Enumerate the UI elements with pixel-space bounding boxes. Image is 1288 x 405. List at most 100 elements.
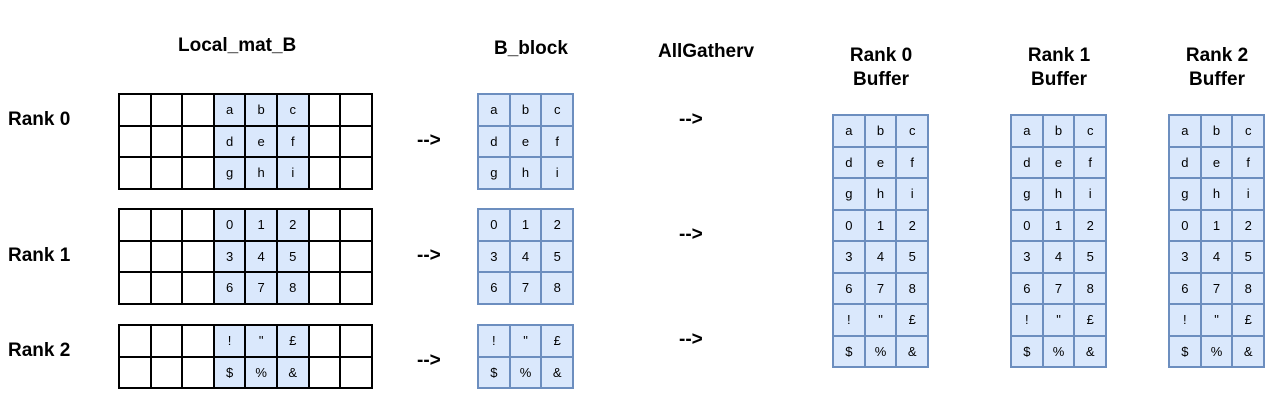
empty-matrix-cell bbox=[341, 95, 373, 127]
local-matrix-cell: 0 bbox=[214, 210, 247, 242]
rank2-extract-arrow: --> bbox=[417, 350, 441, 371]
rank1-buffer-header-line2: Buffer bbox=[1031, 69, 1087, 90]
buffer-cell: 1 bbox=[1043, 210, 1076, 242]
block-cell: c bbox=[542, 95, 575, 127]
block-cell: ! bbox=[479, 326, 511, 358]
rank2-local-matrix: !"£$%& bbox=[118, 324, 373, 389]
buffer-cell: 6 bbox=[1012, 273, 1044, 305]
rank2-b-block: !"£$%& bbox=[477, 324, 575, 390]
block-cell: 0 bbox=[479, 210, 511, 242]
empty-matrix-cell bbox=[183, 326, 215, 358]
buffer-cell: b bbox=[865, 116, 898, 148]
local-matrix-cell: a bbox=[214, 95, 247, 127]
buffer-cell: $ bbox=[834, 336, 866, 368]
empty-matrix-cell bbox=[341, 326, 373, 358]
buffer-cell: 3 bbox=[1170, 242, 1202, 274]
empty-matrix-cell bbox=[341, 357, 373, 389]
empty-matrix-cell bbox=[309, 357, 342, 389]
rank0-label: Rank 0 bbox=[8, 109, 71, 130]
local-matrix-cell: £ bbox=[277, 326, 310, 358]
rank1-buffer-header-line1: Rank 1 bbox=[1027, 45, 1091, 66]
allgatherv-header: AllGatherv bbox=[658, 41, 755, 62]
empty-matrix-cell bbox=[309, 273, 342, 305]
buffer-cell: 7 bbox=[865, 273, 898, 305]
local-matrix-cell: g bbox=[214, 158, 247, 190]
block-cell: 6 bbox=[479, 273, 511, 305]
empty-matrix-cell bbox=[341, 158, 373, 190]
rank2-buffer-header-line1: Rank 2 bbox=[1185, 45, 1249, 66]
local-matrix-cell: 5 bbox=[277, 241, 310, 273]
buffer-cell: 2 bbox=[897, 210, 930, 242]
local-matrix-cell: f bbox=[277, 126, 310, 158]
block-cell: g bbox=[479, 158, 511, 190]
block-cell: 4 bbox=[510, 241, 543, 274]
block-cell: f bbox=[542, 126, 575, 159]
buffer-cell: 5 bbox=[897, 242, 930, 274]
buffer-cell: a bbox=[1012, 116, 1044, 148]
empty-matrix-cell bbox=[151, 241, 184, 273]
buffer-cell: 6 bbox=[1170, 273, 1202, 305]
buffer-cell: a bbox=[834, 116, 866, 148]
block-cell: 1 bbox=[510, 210, 543, 242]
block-cell: 7 bbox=[510, 273, 543, 305]
local-matrix-cell: 2 bbox=[277, 210, 310, 242]
buffer-cell: " bbox=[1201, 305, 1234, 337]
buffer-cell: 4 bbox=[1201, 242, 1234, 274]
block-cell: $ bbox=[479, 357, 511, 390]
buffer-cell: e bbox=[1043, 147, 1076, 179]
block-cell: i bbox=[542, 158, 575, 190]
empty-matrix-cell bbox=[183, 210, 215, 242]
empty-matrix-cell bbox=[120, 210, 152, 242]
buffer-cell: a bbox=[1170, 116, 1202, 148]
empty-matrix-cell bbox=[309, 158, 342, 190]
buffer-cell: i bbox=[1075, 179, 1108, 211]
local-matrix-cell: & bbox=[277, 357, 310, 389]
empty-matrix-cell bbox=[341, 241, 373, 273]
buffer-cell: f bbox=[1075, 147, 1108, 179]
empty-matrix-cell bbox=[120, 273, 152, 305]
empty-matrix-cell bbox=[183, 241, 215, 273]
local-matrix-cell: " bbox=[246, 326, 278, 358]
buffer-cell: & bbox=[1075, 336, 1108, 368]
empty-matrix-cell bbox=[183, 357, 215, 389]
buffer-cell: 0 bbox=[1012, 210, 1044, 242]
buffer-cell: 1 bbox=[865, 210, 898, 242]
rank0-allgather-arrow: --> bbox=[679, 109, 703, 130]
block-cell: 3 bbox=[479, 241, 511, 274]
local-matrix-cell: c bbox=[277, 95, 310, 127]
buffer-cell: £ bbox=[1233, 305, 1266, 337]
rank1-label: Rank 1 bbox=[8, 245, 71, 266]
rank1-allgather-arrow: --> bbox=[679, 224, 703, 245]
empty-matrix-cell bbox=[151, 357, 184, 389]
buffer-cell: 7 bbox=[1201, 273, 1234, 305]
rank2-allgather-arrow: --> bbox=[679, 329, 703, 350]
buffer-cell: $ bbox=[1012, 336, 1044, 368]
local-matrix-cell: 3 bbox=[214, 241, 247, 273]
buffer-cell: 4 bbox=[1043, 242, 1076, 274]
empty-matrix-cell bbox=[309, 95, 342, 127]
buffer-cell: 5 bbox=[1075, 242, 1108, 274]
buffer-cell: 4 bbox=[865, 242, 898, 274]
buffer-cell: £ bbox=[1075, 305, 1108, 337]
local-matrix-cell: h bbox=[246, 158, 278, 190]
empty-matrix-cell bbox=[309, 326, 342, 358]
empty-matrix-cell bbox=[151, 158, 184, 190]
empty-matrix-cell bbox=[120, 357, 152, 389]
empty-matrix-cell bbox=[183, 126, 215, 158]
empty-matrix-cell bbox=[341, 210, 373, 242]
buffer-cell: i bbox=[1233, 179, 1266, 211]
empty-matrix-cell bbox=[309, 126, 342, 158]
empty-matrix-cell bbox=[341, 126, 373, 158]
block-cell: b bbox=[510, 95, 543, 127]
buffer-cell: b bbox=[1201, 116, 1234, 148]
rank1-buffer-header: Rank 1 Buffer bbox=[998, 44, 1120, 92]
buffer-cell: £ bbox=[897, 305, 930, 337]
local-mat-header: Local_mat_B bbox=[178, 35, 297, 56]
local-matrix-cell: 1 bbox=[246, 210, 278, 242]
local-matrix-cell: 7 bbox=[246, 273, 278, 305]
buffer-cell: g bbox=[1012, 179, 1044, 211]
empty-matrix-cell bbox=[309, 210, 342, 242]
local-matrix-cell: i bbox=[277, 158, 310, 190]
